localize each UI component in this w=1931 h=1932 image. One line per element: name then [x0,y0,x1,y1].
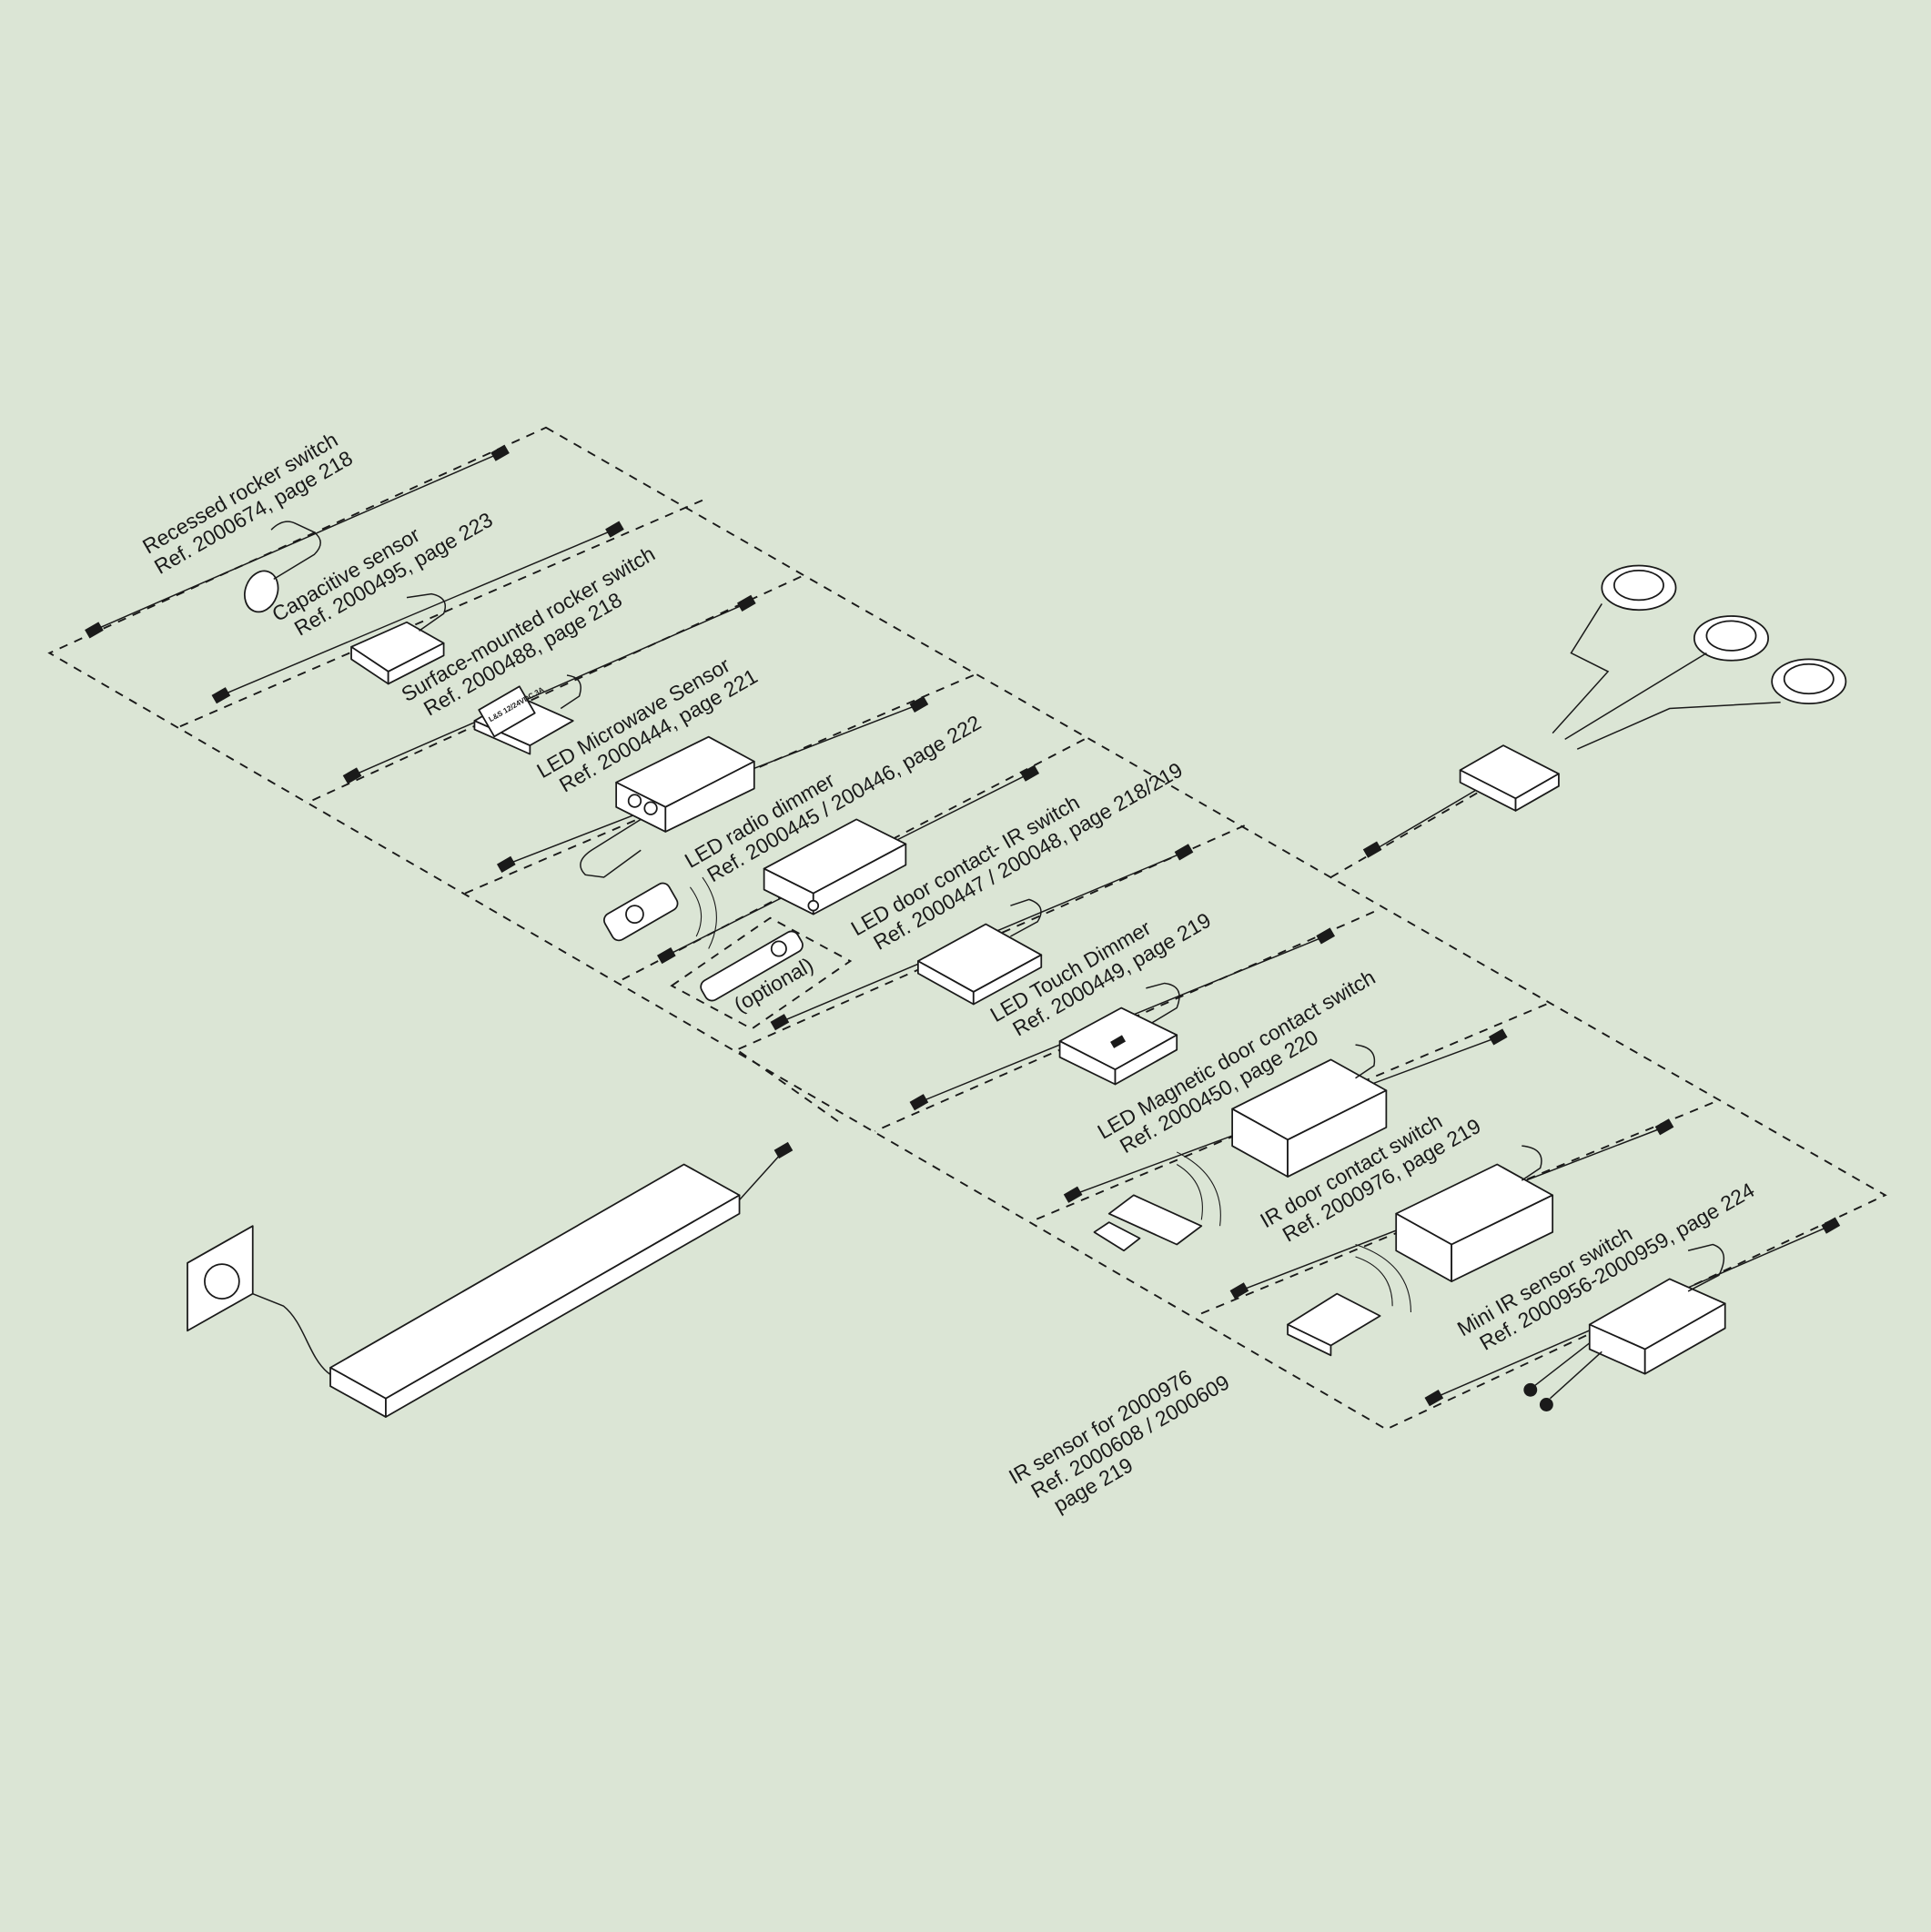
microwave-sensor-device [580,735,755,878]
surface-rocker-switch-device: L&S 12/24VDC 3A [473,674,581,755]
label-ir-sensor: IR sensor for 2000976 Ref. 2000608 / 200… [1005,1365,1233,1517]
remote-control [603,882,679,942]
led-spotlights [1552,564,1847,750]
connectors [85,444,1841,1407]
magnetic-door-contact-device [1231,1044,1388,1178]
magnet-pieces [1093,1194,1203,1252]
recessed-rocker-switch-device [244,521,321,613]
ir-sensor-device [1287,1292,1381,1357]
power-supply [329,1163,741,1418]
svg-text:Recessed rocker switch: Recessed rocker switch [138,428,341,559]
ir-door-contact-device [1395,1145,1554,1282]
capacitive-sensor-device [350,592,447,685]
label-capacitive-sensor: Capacitive sensor Ref. 2000495, page 223 [268,508,496,641]
mini-ir-sensor-device [1523,1243,1726,1411]
distribution-box [1459,744,1560,812]
wall-socket [187,1225,254,1332]
touch-dimmer-device [1058,982,1180,1086]
door-contact-ir-switch-device [916,898,1043,1006]
radio-dimmer-device [763,818,907,915]
waves [689,876,1411,1312]
optional-remote [700,930,804,1002]
label-recessed-rocker-switch: Recessed rocker switch Ref. 2000674, pag… [138,428,357,579]
